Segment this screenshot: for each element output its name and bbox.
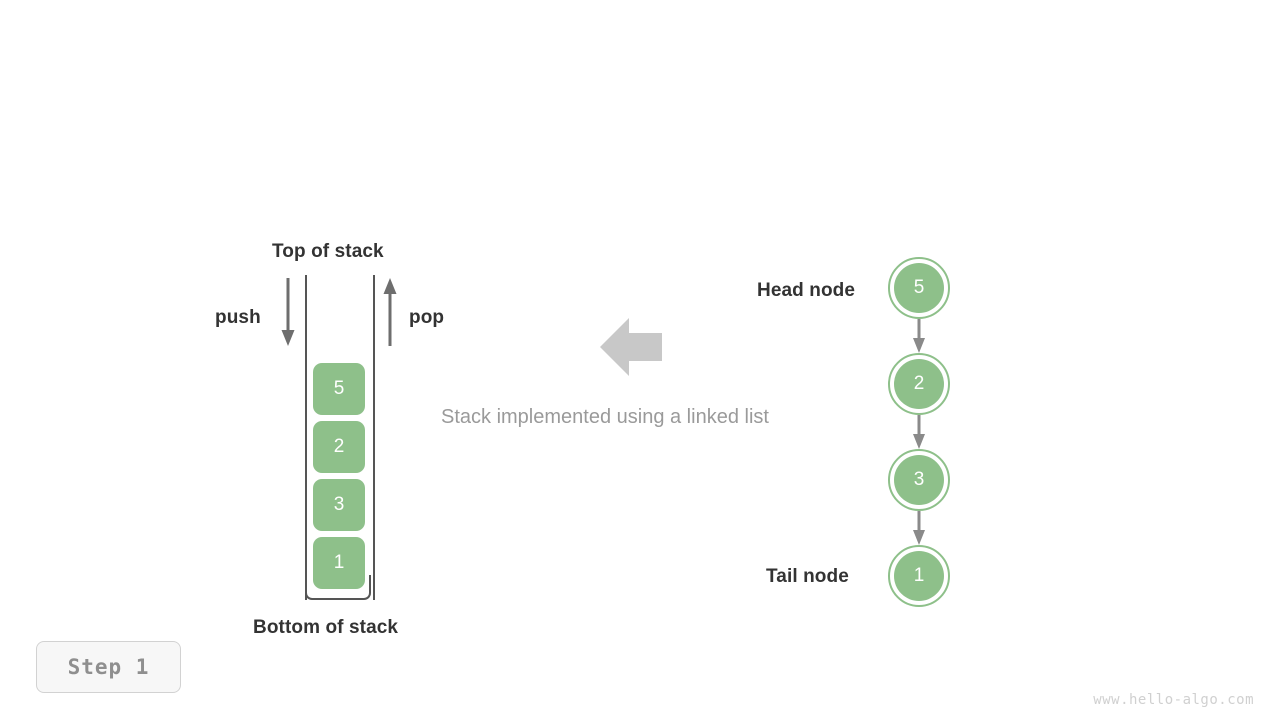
stack-cell-list: 5 2 3 1	[313, 363, 365, 589]
push-arrow-down-icon	[281, 278, 295, 346]
link-arrow-down-icon	[913, 319, 925, 353]
stack-floor	[305, 575, 371, 600]
stack-cell[interactable]: 3	[313, 479, 365, 531]
top-of-stack-label: Top of stack	[272, 241, 384, 262]
linked-list-node[interactable]: 2	[888, 353, 950, 415]
push-label: push	[215, 307, 261, 328]
stack-cell[interactable]: 5	[313, 363, 365, 415]
step-badge[interactable]: Step 1	[36, 641, 181, 693]
pop-label: pop	[409, 307, 445, 328]
tail-node-label: Tail node	[766, 566, 849, 587]
linked-list-node-value: 1	[894, 551, 944, 601]
left-block-arrow-icon	[600, 318, 662, 376]
stack-cell[interactable]: 1	[313, 537, 365, 589]
bottom-of-stack-label: Bottom of stack	[253, 617, 399, 638]
watermark: www.hello-algo.com	[1093, 692, 1254, 708]
linked-list-node-value: 2	[894, 359, 944, 409]
linked-list-node-value: 5	[894, 263, 944, 313]
pop-arrow-up-icon	[383, 278, 397, 346]
stack-container: 5 2 3 1	[300, 275, 380, 605]
linked-list-node[interactable]: 1	[888, 545, 950, 607]
linked-list-container: 5 2 3 1	[888, 257, 952, 609]
link-arrow-down-icon	[913, 415, 925, 449]
diagram-caption: Stack implemented using a linked list	[441, 406, 769, 428]
linked-list-node[interactable]: 5	[888, 257, 950, 319]
linked-list-connectors	[913, 319, 925, 545]
link-arrow-down-icon	[913, 511, 925, 545]
linked-list-node-value: 3	[894, 455, 944, 505]
stack-cell[interactable]: 2	[313, 421, 365, 473]
linked-list-node[interactable]: 3	[888, 449, 950, 511]
head-node-label: Head node	[757, 280, 856, 301]
stack-wall-left	[305, 275, 307, 600]
stack-wall-right	[373, 275, 375, 600]
